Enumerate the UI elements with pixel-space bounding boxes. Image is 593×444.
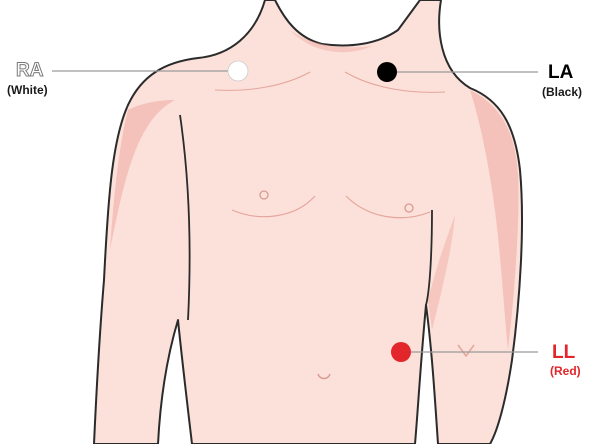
ll-color-label: (Red) xyxy=(550,365,581,377)
ra-label: RA xyxy=(16,61,43,80)
la-electrode xyxy=(377,62,397,82)
ra-electrode xyxy=(228,61,248,81)
ll-label: LL xyxy=(552,343,575,362)
la-label: LA xyxy=(548,63,573,82)
ll-electrode xyxy=(391,342,411,362)
ra-color-label: (White) xyxy=(7,84,48,96)
la-color-label: (Black) xyxy=(542,86,582,98)
torso-body xyxy=(94,0,522,444)
